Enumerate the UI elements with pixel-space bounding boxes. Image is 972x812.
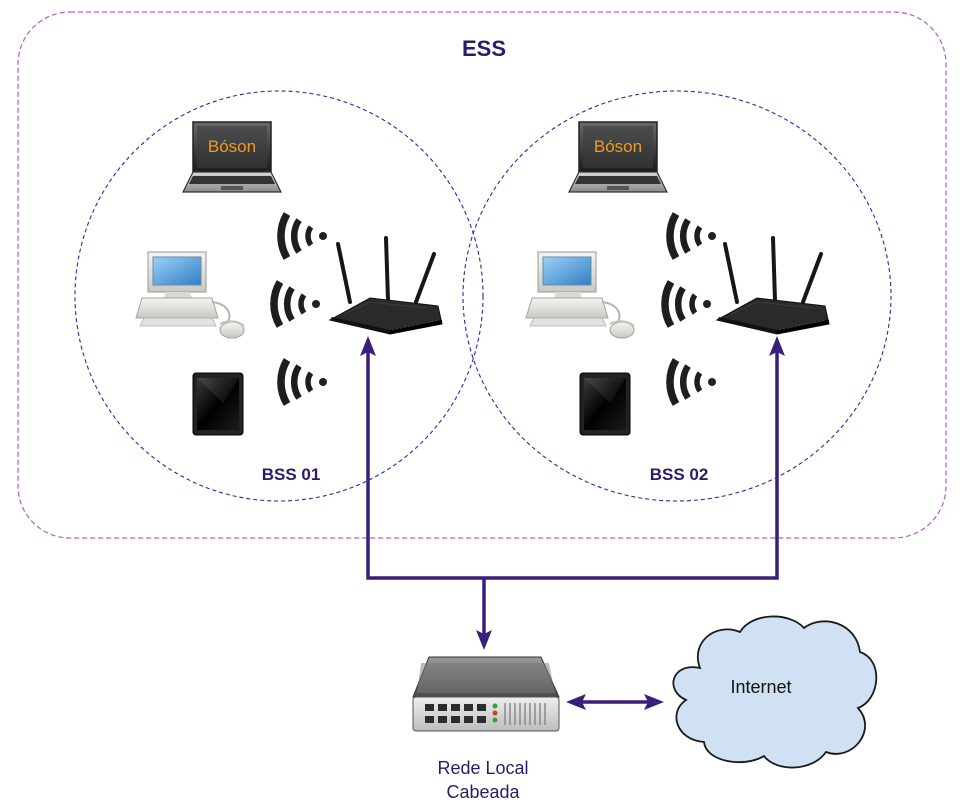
backbone-link xyxy=(366,352,779,580)
arrow-up-bss01 xyxy=(360,336,376,356)
laptop-icon xyxy=(568,121,668,193)
ess-label: ESS xyxy=(462,36,506,61)
arrow-right-internet xyxy=(644,694,664,710)
bss-01-group: Bóson BSS 01 xyxy=(135,121,444,484)
bss-01-boundary xyxy=(74,90,484,502)
laptop-screen-text: Bóson xyxy=(208,137,256,156)
laptop-screen-text: Bóson xyxy=(594,137,642,156)
bss-01-label: BSS 01 xyxy=(262,465,321,484)
wifi-signal-icon xyxy=(281,360,327,404)
wireless-router-icon xyxy=(328,236,444,336)
arrow-up-bss02 xyxy=(769,336,785,356)
wired-lan-label-line2: Cabeada xyxy=(446,782,520,802)
wired-links xyxy=(366,352,779,704)
desktop-computer-icon xyxy=(525,251,635,339)
arrowheads xyxy=(360,336,785,710)
wifi-signal-icon xyxy=(670,214,716,258)
tablet-icon xyxy=(192,372,244,436)
wireless-router-icon xyxy=(715,236,831,336)
arrow-left-switch xyxy=(566,694,586,710)
arrow-down-switch xyxy=(476,630,492,650)
internet-label: Internet xyxy=(730,677,791,697)
ess-boundary xyxy=(17,11,947,539)
bss-02-label: BSS 02 xyxy=(650,465,709,484)
wifi-signal-icon xyxy=(670,360,716,404)
network-switch-icon xyxy=(412,656,560,732)
tablet-icon xyxy=(579,372,631,436)
bss-02-boundary xyxy=(462,90,892,502)
wifi-signal-icon xyxy=(281,214,327,258)
bss-02-group: Bóson BSS 02 xyxy=(525,121,831,484)
laptop-icon xyxy=(182,121,282,193)
wifi-signal-icon xyxy=(665,282,711,326)
wired-lan-label-line1: Rede Local xyxy=(437,758,528,778)
cloud-icon xyxy=(672,615,878,769)
wifi-signal-icon xyxy=(274,282,320,326)
desktop-computer-icon xyxy=(135,251,245,339)
